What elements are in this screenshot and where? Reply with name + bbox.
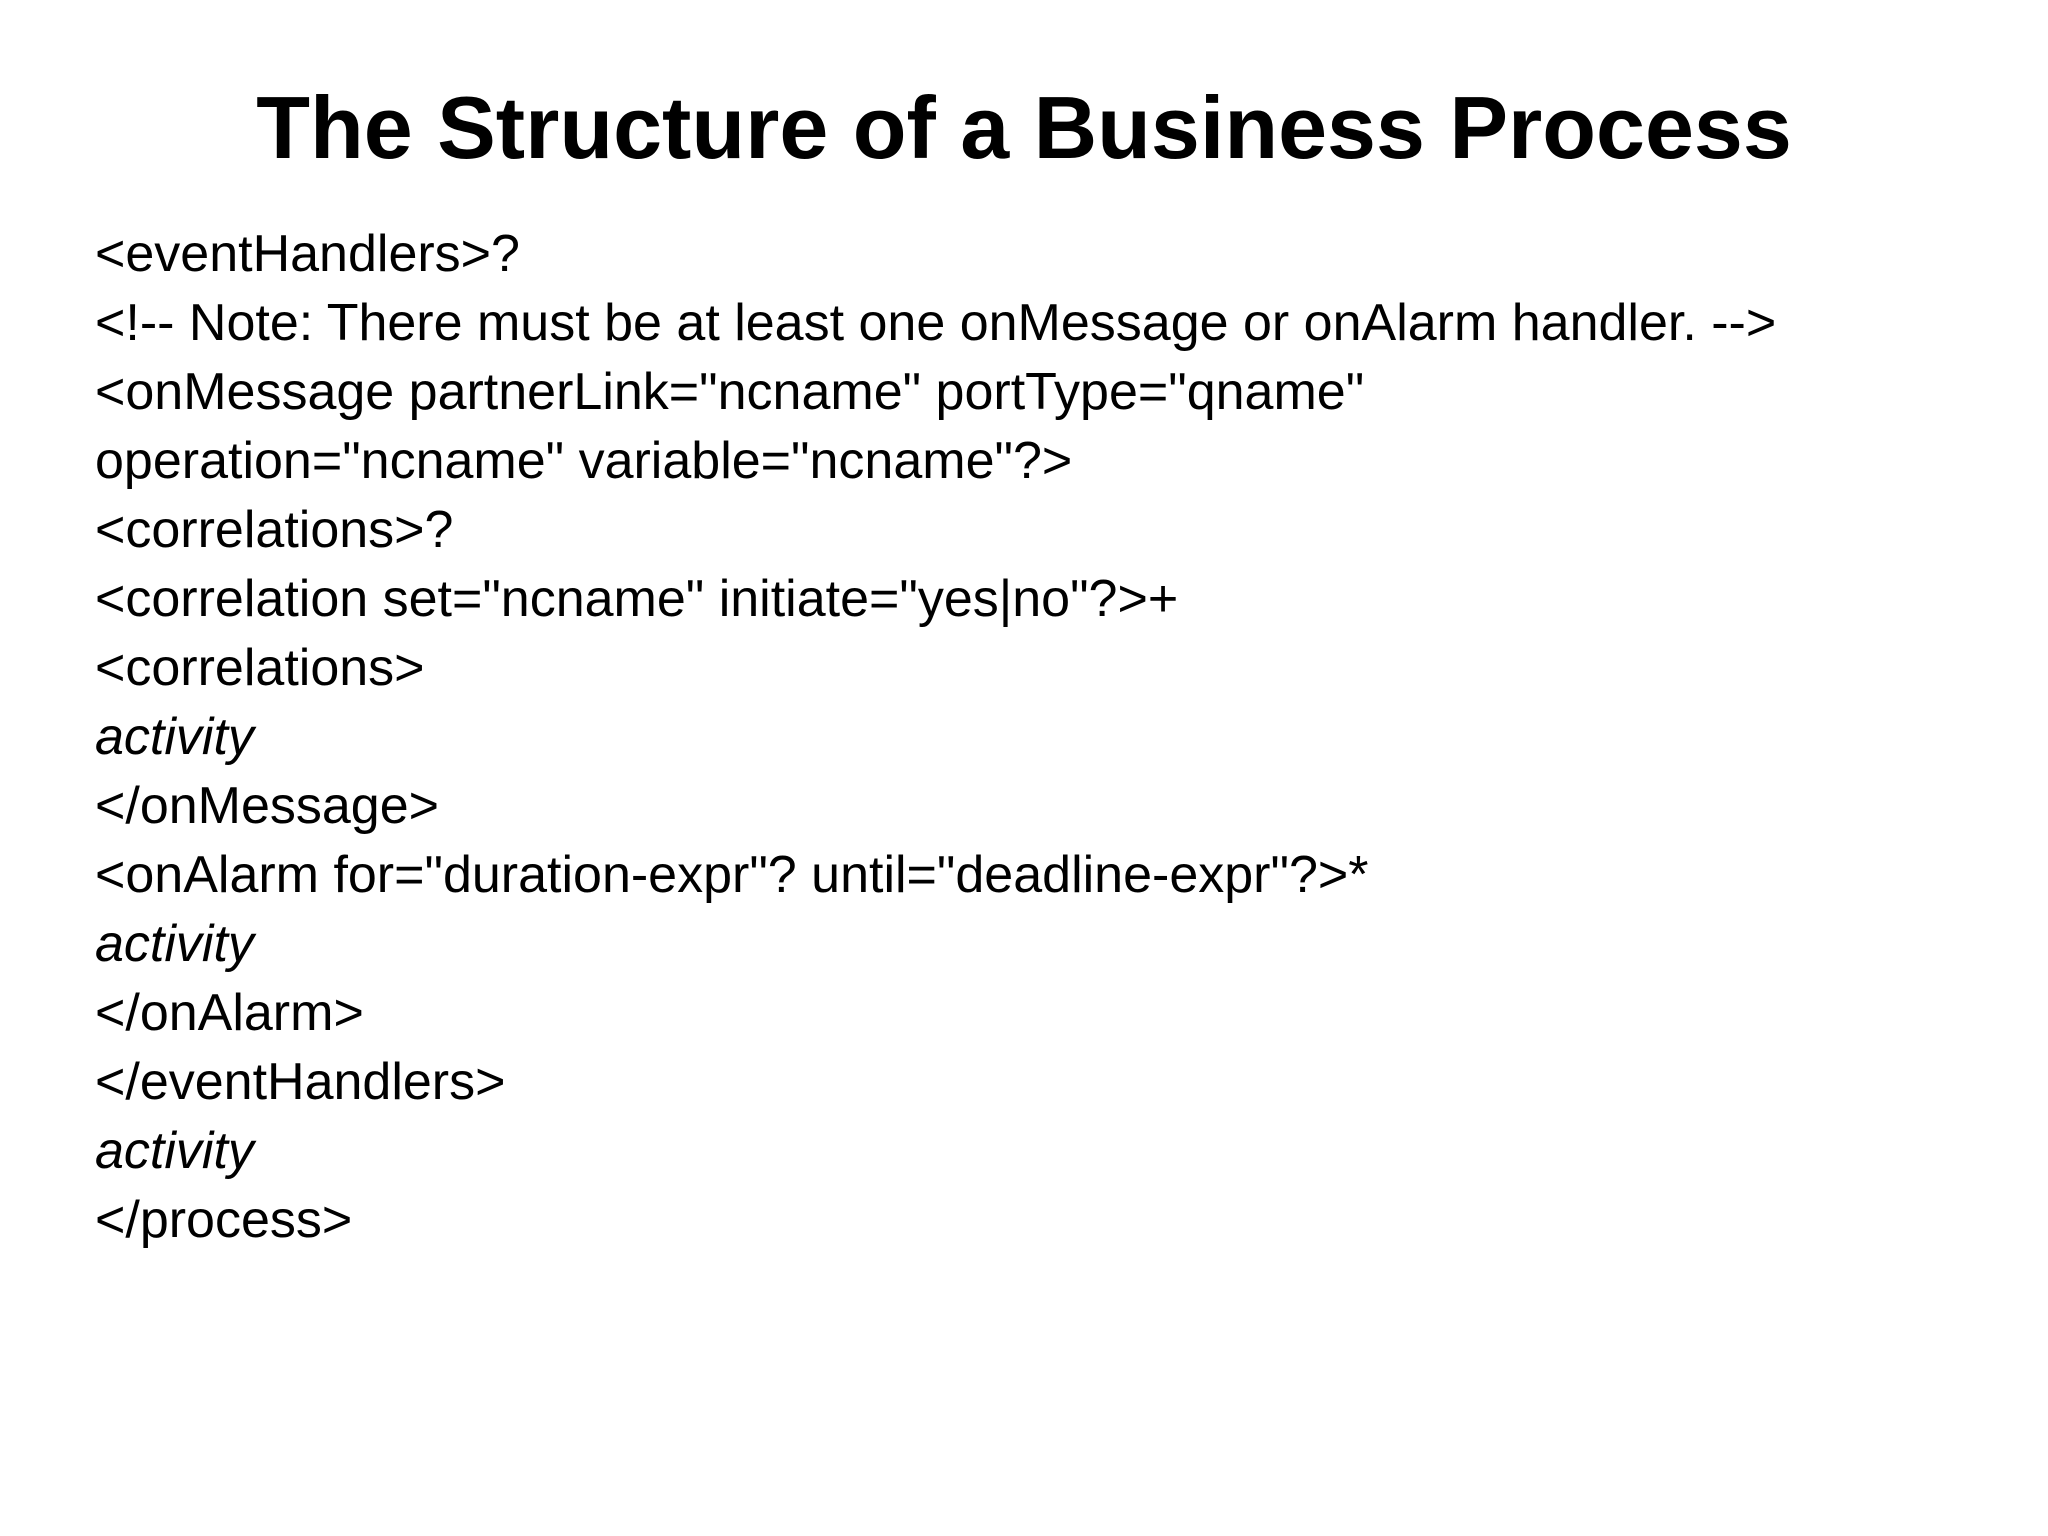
code-line: <!-- Note: There must be at least one on…: [95, 294, 1777, 352]
code-line: <correlations>?: [95, 501, 454, 559]
code-line: <onMessage partnerLink="ncname" portType…: [95, 363, 1365, 421]
code-line: </process>: [95, 1191, 353, 1249]
code-line: activity: [95, 1122, 254, 1180]
code-line: <onAlarm for="duration-expr"? until="dea…: [95, 846, 1369, 904]
code-line: </onAlarm>: [95, 984, 364, 1042]
slide-body: <eventHandlers>? <!-- Note: There must b…: [95, 220, 1995, 1255]
code-line: <correlations>: [95, 639, 425, 697]
code-line: activity: [95, 708, 254, 766]
code-line: <eventHandlers>?: [95, 225, 520, 283]
code-line: </eventHandlers>: [95, 1053, 506, 1111]
code-line: operation="ncname" variable="ncname"?>: [95, 432, 1073, 490]
code-line: <correlation set="ncname" initiate="yes|…: [95, 570, 1179, 628]
code-line: </onMessage>: [95, 777, 440, 835]
slide-title: The Structure of a Business Process: [256, 78, 1792, 177]
code-line: activity: [95, 915, 254, 973]
